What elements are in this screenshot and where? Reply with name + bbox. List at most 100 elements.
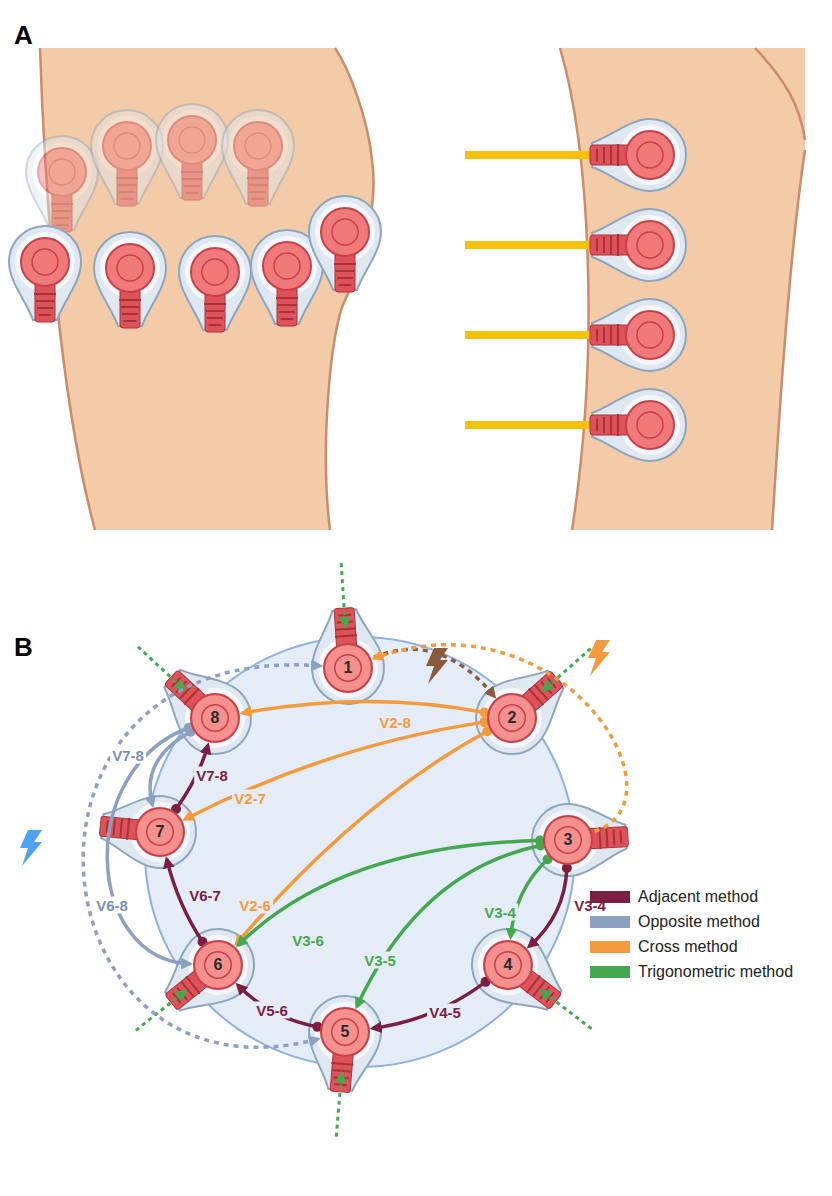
electrode — [9, 226, 81, 322]
rib — [186, 192, 199, 194]
panel-label: A — [14, 20, 33, 51]
electrode — [590, 119, 686, 191]
rib — [36, 300, 55, 302]
measurement-arrow — [83, 665, 320, 1047]
electrode-number: 4 — [504, 956, 513, 974]
gel-pad — [97, 116, 157, 176]
rib — [116, 177, 138, 179]
rib — [603, 147, 605, 163]
rib — [121, 198, 134, 200]
electrode-disc — [234, 122, 282, 170]
electrode-disc — [637, 412, 663, 438]
electrode-disc — [49, 159, 75, 185]
voltage-label: V4-5 — [427, 1004, 463, 1021]
electrode — [590, 389, 686, 461]
voltage-label: V3-6 — [290, 932, 326, 949]
gel-pad — [185, 242, 245, 302]
thigh-outline — [560, 48, 805, 530]
rib — [252, 198, 265, 200]
electrode-node: 6 — [193, 940, 243, 990]
gel-pad — [32, 142, 92, 202]
lightning-bolt — [20, 830, 42, 866]
electrode-disc — [179, 127, 205, 153]
rib — [610, 236, 612, 255]
rib — [336, 628, 355, 629]
rib — [53, 210, 72, 212]
wire — [465, 331, 595, 339]
electrode-disc — [103, 122, 151, 170]
thigh-right — [560, 48, 805, 530]
measurement-arrow — [236, 731, 487, 943]
rib — [51, 203, 73, 205]
wire — [465, 151, 595, 159]
voltage-label: V2-6 — [237, 897, 273, 914]
voltage-label: V7-8 — [110, 747, 146, 764]
rib — [596, 239, 598, 252]
electrode — [304, 993, 384, 1095]
rib — [617, 324, 619, 346]
rib — [606, 828, 607, 847]
legend-text: Opposite method — [638, 913, 760, 931]
rib — [113, 819, 115, 835]
measurement-arrow — [150, 732, 191, 805]
electrode — [156, 104, 228, 200]
gel-pad — [620, 305, 680, 365]
electrode — [97, 790, 200, 871]
lightning-bolt — [588, 640, 610, 676]
electrode-disc — [263, 242, 311, 290]
gel-pad — [530, 801, 628, 878]
voltage-label: V7-8 — [194, 767, 230, 784]
electrode — [26, 136, 98, 232]
gel-pad — [257, 236, 317, 296]
rib — [119, 299, 141, 301]
electrode-disc — [38, 148, 86, 196]
electrode — [590, 209, 686, 281]
electrode — [309, 196, 381, 292]
gel-pad — [620, 125, 680, 185]
voltage-label: V2-7 — [232, 790, 268, 807]
voltage-label: V6-8 — [94, 897, 130, 914]
rib — [124, 320, 137, 322]
lightning-bolt — [426, 648, 448, 684]
gel-pad — [316, 636, 380, 700]
voltage-label: V6-7 — [187, 887, 223, 904]
electrode-node: 8 — [190, 693, 240, 743]
electrode-number: 5 — [341, 1023, 350, 1041]
gel-pad — [15, 232, 75, 292]
gel-pad — [304, 993, 384, 1093]
rib — [331, 1063, 353, 1065]
electrode-disc — [626, 221, 674, 269]
rib — [617, 144, 619, 166]
rib — [118, 184, 137, 186]
rib — [184, 185, 200, 187]
rib — [332, 1070, 351, 1072]
wire — [465, 421, 595, 429]
gel-pad — [127, 799, 193, 865]
electrode — [222, 110, 294, 206]
rib — [603, 237, 605, 253]
electrode-disc — [191, 248, 239, 296]
rib — [122, 313, 138, 315]
rib — [249, 184, 268, 186]
electrode-node: 2 — [487, 693, 537, 743]
electrode-node: 4 — [483, 940, 533, 990]
rib — [610, 146, 612, 165]
legend-text: Cross method — [638, 938, 738, 956]
rib — [279, 311, 295, 313]
measurement-arrow — [357, 846, 541, 1007]
legend-text: Trigonometric method — [638, 963, 793, 981]
rib — [127, 818, 129, 840]
electrode-number: 2 — [508, 709, 517, 727]
electrode-number: 3 — [564, 831, 573, 849]
injection-arrow — [544, 649, 591, 691]
rib — [617, 414, 619, 436]
rib — [209, 324, 222, 326]
thigh-outline — [40, 48, 373, 530]
legend-swatch — [590, 941, 630, 953]
electrode-disc — [202, 259, 228, 285]
rib — [119, 191, 135, 193]
electrode — [530, 801, 630, 878]
electrode-node: 1 — [323, 643, 373, 693]
